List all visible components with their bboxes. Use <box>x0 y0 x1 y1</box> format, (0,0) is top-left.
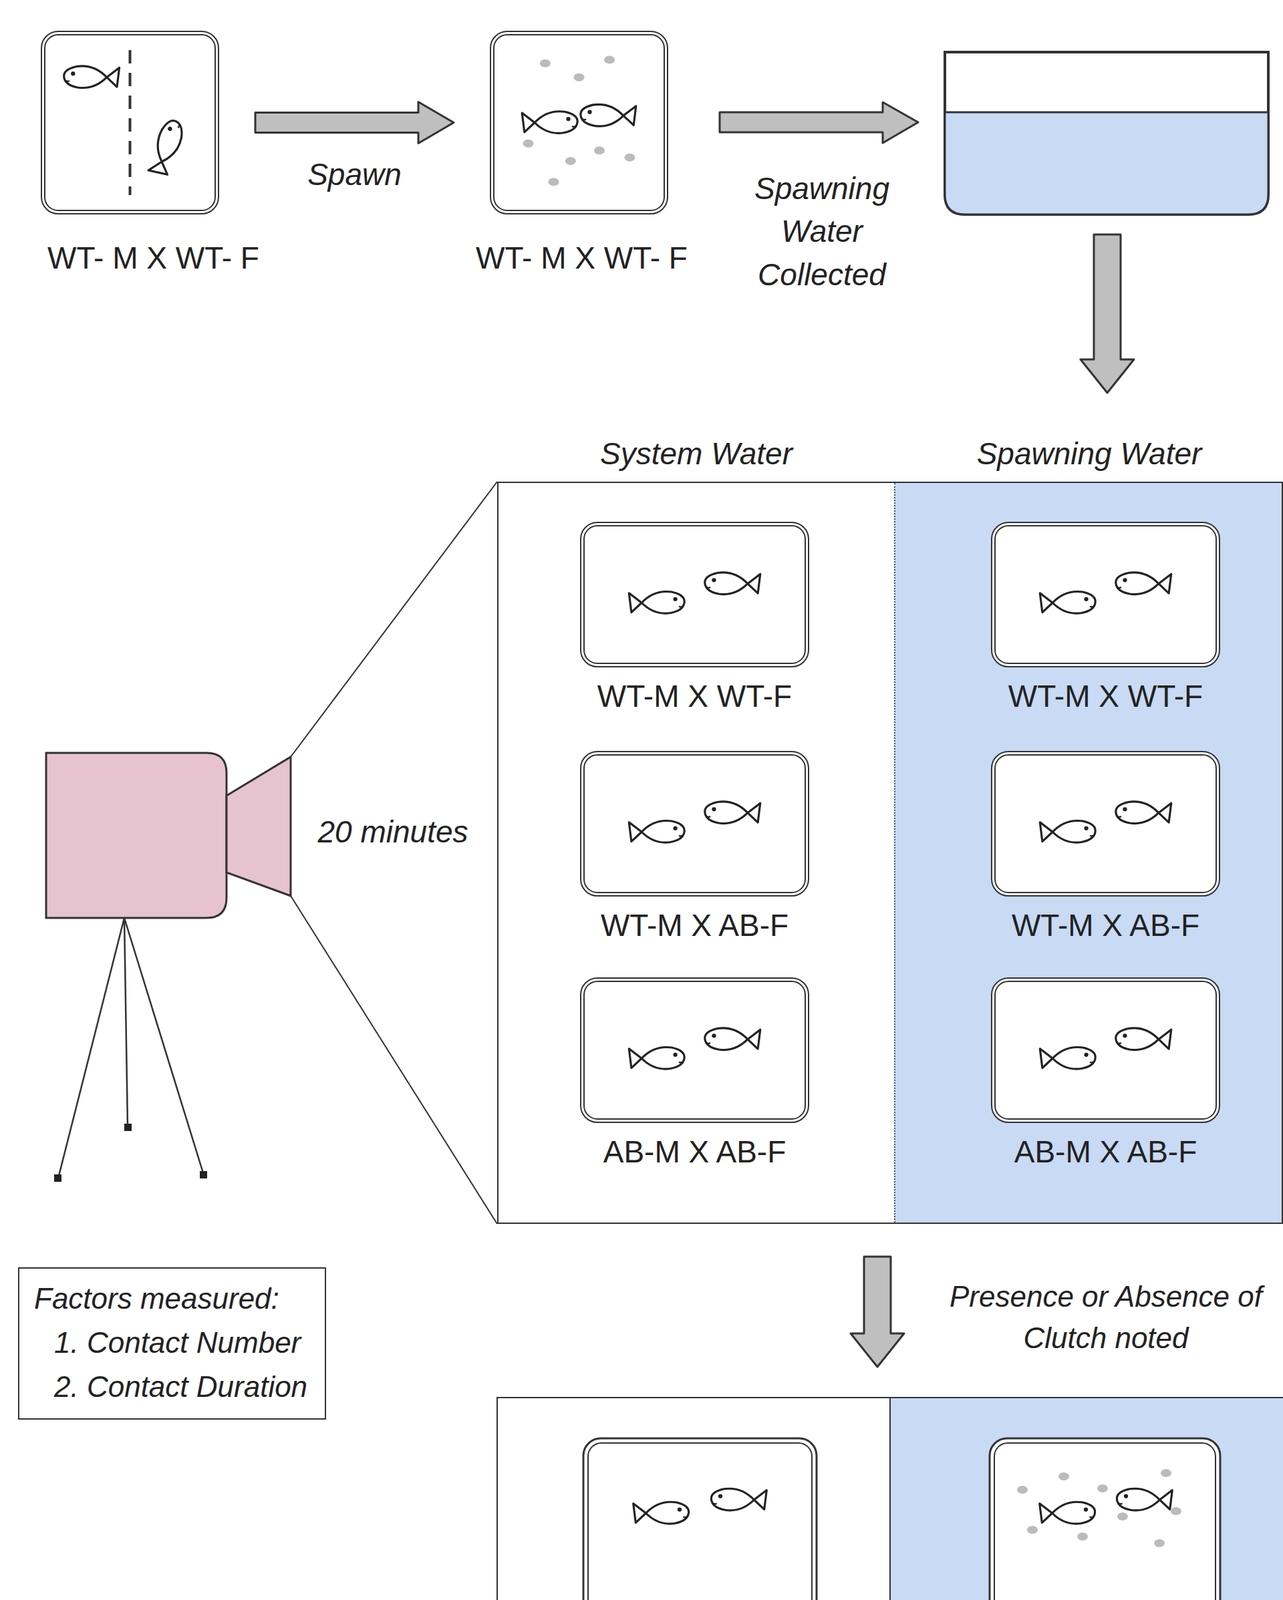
cross-label: AB-M X AB-F <box>1014 1130 1197 1174</box>
egg <box>565 157 577 166</box>
camera-lens <box>226 757 291 897</box>
fish <box>147 117 187 178</box>
note-label: Presence or Absence of Clutch noted <box>932 1276 1280 1359</box>
column-heading: Spawning Water <box>976 432 1203 476</box>
legend-item: 1. Contact Number <box>34 1321 308 1366</box>
block-arrow <box>255 102 454 144</box>
tank: WT- M X WT- F <box>40 30 220 215</box>
fish <box>64 66 120 89</box>
tank-contents <box>45 35 215 210</box>
note-label: Spawning Water Collected <box>728 167 916 297</box>
egg <box>548 177 560 186</box>
cross-label: WT-M X AB-F <box>600 904 789 947</box>
edge-label: Spawn <box>307 153 402 196</box>
legend-heading: Factors measured: <box>34 1276 308 1322</box>
tank: WT-M X WT-F <box>580 521 810 668</box>
fish <box>521 111 578 134</box>
fish <box>704 1028 761 1051</box>
divider <box>128 50 132 196</box>
fish <box>1039 1047 1096 1070</box>
fish <box>704 801 761 824</box>
tank <box>588 1443 812 1600</box>
fish <box>1115 1028 1172 1051</box>
tripod-foot <box>124 1123 132 1132</box>
egg <box>624 153 635 162</box>
tank <box>994 1443 1216 1600</box>
beaker-water <box>944 112 1269 215</box>
legend-box: Factors measured:1. Contact Number2. Con… <box>18 1267 327 1420</box>
fish <box>1115 572 1172 595</box>
cross-label: WT- M X WT- F <box>47 236 260 280</box>
condition-panel: System WaterSpawning WaterWT-M X WT-FWT-… <box>497 481 1283 1225</box>
tank-contents <box>995 755 1216 893</box>
tank-contents <box>995 526 1216 663</box>
column-heading: System Water <box>600 432 793 476</box>
tank: AB-M X AB-F <box>990 977 1221 1124</box>
fish <box>633 1502 689 1525</box>
tank-contents <box>584 982 805 1119</box>
egg <box>594 146 605 155</box>
fish <box>1039 1502 1096 1525</box>
cross-label: WT-M X WT-F <box>597 674 792 718</box>
egg <box>523 139 534 148</box>
fish <box>1116 1488 1173 1511</box>
fish <box>580 104 637 127</box>
fish <box>1115 801 1172 824</box>
fish <box>1039 820 1096 843</box>
block-arrow <box>850 1256 905 1368</box>
cross-label: WT-M X AB-F <box>1011 904 1200 947</box>
tripod-leg <box>58 918 125 1179</box>
fish <box>628 591 685 614</box>
fish <box>710 1488 767 1511</box>
tank-contents <box>584 755 805 893</box>
tank-contents <box>584 526 805 663</box>
fish <box>704 572 761 595</box>
block-arrow <box>1080 234 1134 393</box>
tank: WT-M X WT-F <box>990 521 1221 668</box>
panel-divider <box>894 483 896 1223</box>
view-line <box>290 481 498 758</box>
cross-label: WT-M X WT-F <box>1008 674 1203 718</box>
egg <box>604 56 615 65</box>
tank: WT- M X WT- F <box>489 30 669 215</box>
block-arrow <box>719 102 919 144</box>
beaker <box>944 52 1269 215</box>
view-line <box>290 896 498 1225</box>
tripod-foot <box>54 1174 62 1183</box>
eggs <box>1017 1469 1182 1548</box>
egg <box>574 73 585 82</box>
note-label: 20 minutes <box>316 810 470 854</box>
egg <box>539 59 551 68</box>
legend-item: 2. Contact Duration <box>34 1365 308 1410</box>
fish <box>1039 591 1096 614</box>
tank: WT-M X AB-F <box>580 751 810 897</box>
tripod-foot <box>199 1171 208 1179</box>
result-panel-edge <box>889 1397 891 1600</box>
tank: AB-M X AB-F <box>580 977 810 1124</box>
tank <box>989 1438 1221 1600</box>
tank-contents <box>995 982 1216 1119</box>
tank: WT-M X AB-F <box>990 751 1221 897</box>
fish <box>628 820 685 843</box>
tank <box>583 1438 817 1600</box>
cross-label: AB-M X AB-F <box>603 1130 786 1174</box>
tank-contents <box>494 35 664 210</box>
camera-body <box>46 753 227 919</box>
tripod-leg <box>124 918 204 1176</box>
fish <box>628 1047 685 1070</box>
tripod-leg <box>124 918 128 1128</box>
cross-label: WT- M X WT- F <box>475 236 688 280</box>
